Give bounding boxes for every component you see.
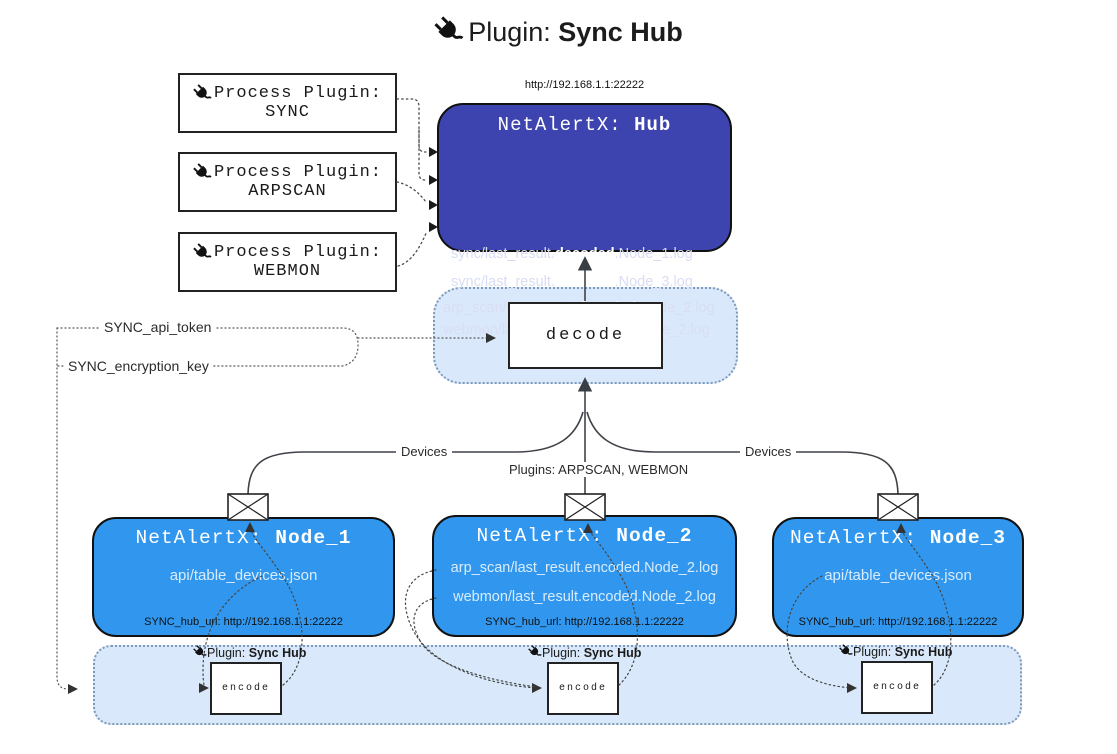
process-plugin-name: ARPSCAN [248, 182, 327, 201]
plug-icon [193, 163, 212, 182]
encode-box-1: encode [210, 662, 282, 715]
node-title: NetAlertX: Node_3 [790, 527, 1006, 549]
title-prefix: Plugin: [468, 17, 551, 47]
plug-icon [193, 243, 212, 262]
title-name: Sync Hub [558, 17, 683, 47]
sync-to-hub-wire [396, 98, 427, 153]
devices-label-left: Devices [396, 444, 453, 459]
process-plugin-label: Process Plugin: [213, 243, 383, 262]
node-title: NetAlertX: Node_1 [135, 527, 352, 549]
plug-icon [193, 84, 212, 103]
node-hub-url: SYNC_hub_url: http://192.168.1.1:22222 [485, 616, 684, 628]
encode-plugin-label-1: Plugin: Sync Hub [193, 645, 306, 660]
hub-title: NetAlertX: Hub [497, 114, 672, 136]
node-file-line: api/table_devices.json [824, 567, 972, 584]
plugin-wires [396, 98, 428, 267]
hub-box: NetAlertX: Hub sync/last_result.decoded.… [437, 103, 732, 338]
process-plugin-sync: Process Plugin: SYNC [178, 73, 397, 133]
params-to-encode-wire [56, 327, 79, 695]
process-plugin-label: Process Plugin: [213, 84, 383, 103]
sync-api-token-label: SYNC_api_token [100, 319, 216, 335]
page-title: Plugin: Sync Hub [0, 16, 1117, 48]
devices-label-right: Devices [740, 444, 797, 459]
hub-log-line: sync/last_result.decoded.Node_3.log [451, 274, 693, 290]
node-2-box: NetAlertX: Node_2 arp_scan/last_result.e… [432, 515, 737, 637]
plug-icon [434, 16, 464, 46]
decode-box: decode [508, 302, 663, 369]
process-plugin-label: Process Plugin: [213, 163, 383, 182]
process-plugin-name: SYNC [265, 103, 310, 122]
node-hub-url: SYNC_hub_url: http://192.168.1.1:22222 [144, 616, 343, 628]
process-plugin-webmon: Process Plugin: WEBMON [178, 232, 397, 292]
hub-url: http://192.168.1.1:22222 [524, 79, 645, 91]
encode-plugin-label-2: Plugin: Sync Hub [528, 645, 641, 660]
process-plugin-name: WEBMON [253, 262, 322, 281]
plugins-label: Plugins: ARPSCAN, WEBMON [504, 462, 694, 477]
encode-box-2: encode [547, 662, 619, 715]
node-3-box: NetAlertX: Node_3 api/table_devices.json… [772, 517, 1024, 637]
node-1-box: NetAlertX: Node_1 api/table_devices.json… [92, 517, 395, 637]
process-plugin-arpscan: Process Plugin: ARPSCAN [178, 152, 397, 212]
hub-log-line: sync/last_result.decoded.Node_1.log [451, 246, 693, 262]
webmon-to-hub-wire [397, 230, 428, 267]
node-file-line: webmon/last_result.encoded.Node_2.log [453, 589, 716, 605]
node-title: NetAlertX: Node_2 [476, 525, 693, 547]
node-file-line: api/table_devices.json [169, 567, 318, 584]
encode-plugin-label-3: Plugin: Sync Hub [839, 644, 952, 659]
plug-icon [839, 644, 853, 658]
plug-icon [193, 645, 207, 659]
sync-encryption-key-label: SYNC_encryption_key [64, 358, 213, 374]
node-file-line: arp_scan/last_result.encoded.Node_2.log [450, 560, 719, 576]
arpscan-to-hub-wire [396, 181, 427, 203]
sync-to-hub-wire-2 [418, 129, 427, 181]
node-hub-url: SYNC_hub_url: http://192.168.1.1:22222 [798, 616, 998, 628]
plug-icon [528, 645, 542, 659]
encode-box-3: encode [861, 661, 933, 714]
